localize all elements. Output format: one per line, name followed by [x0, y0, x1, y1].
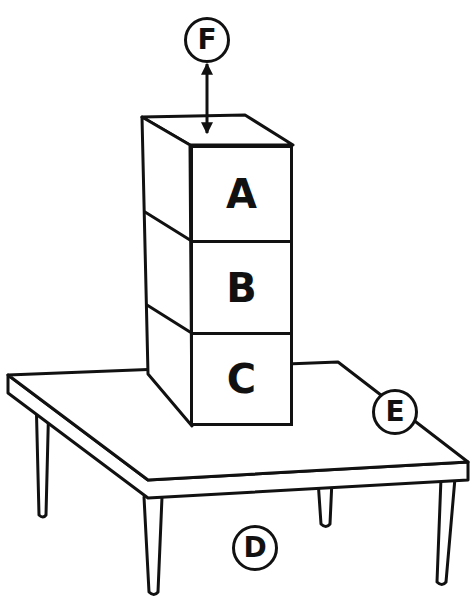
cube-block: C [190, 332, 293, 426]
table-leg [437, 478, 455, 585]
block-letter: B [226, 268, 257, 308]
cube-side-face [142, 117, 192, 426]
callout-letter: D [243, 534, 266, 562]
callout-circle: D [232, 525, 278, 571]
table-leg [144, 497, 162, 595]
cube-division [145, 212, 190, 240]
callout-letter: F [197, 26, 216, 54]
cube-block: A [190, 145, 293, 243]
block-letter: A [226, 174, 257, 214]
cube-division [147, 305, 190, 332]
callout-letter: E [385, 398, 404, 426]
callout-circle: F [184, 17, 230, 63]
block-letter: C [227, 359, 256, 399]
callout-circle: E [372, 389, 418, 435]
cube-block: B [190, 240, 293, 335]
double-arrow [206, 64, 209, 133]
